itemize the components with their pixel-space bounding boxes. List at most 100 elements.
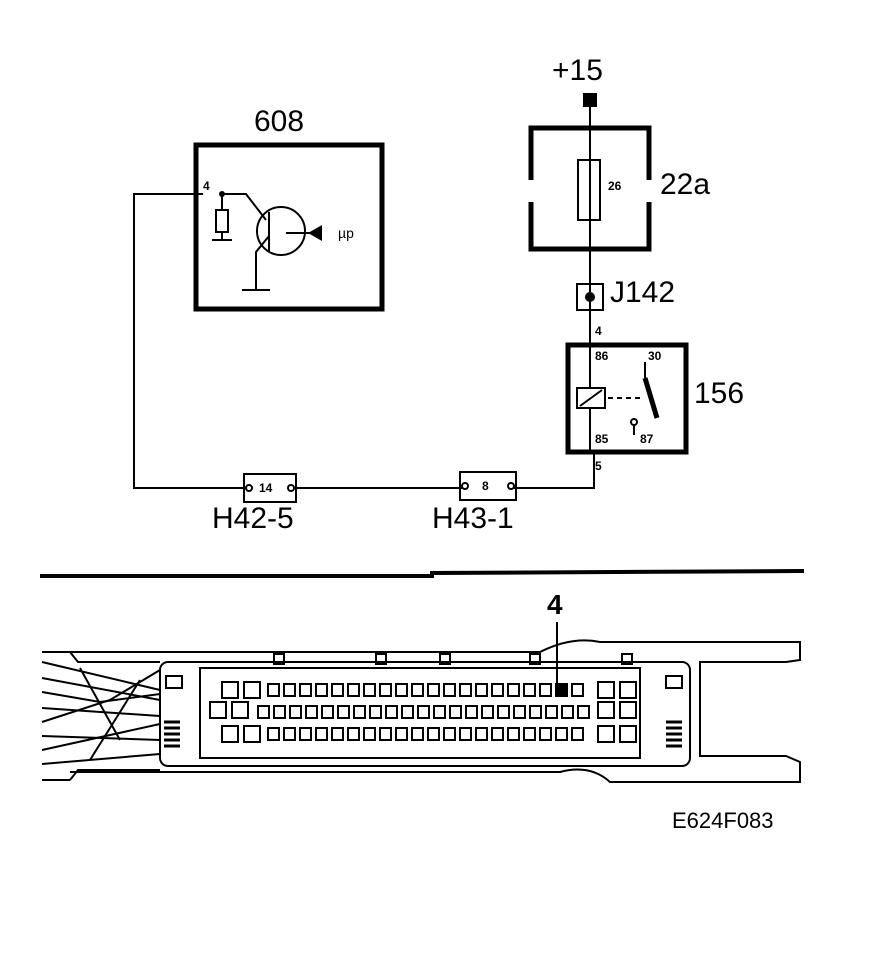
wire-ecu-to-h42: [133, 193, 244, 489]
connector-pin: [331, 727, 344, 741]
connector-pin: [337, 705, 350, 719]
connector-pin: [315, 727, 328, 741]
supply-terminal: [583, 93, 597, 107]
connector-pin: [347, 727, 360, 741]
junction-box: [576, 283, 604, 311]
connector-pin: [465, 705, 478, 719]
section-divider: [40, 569, 805, 578]
relay-label: 156: [694, 377, 744, 410]
connector-pin-highlighted: [555, 683, 568, 697]
connector-pin: [507, 727, 520, 741]
connector-pin: [561, 705, 574, 719]
figure-code: E624F083: [672, 808, 774, 833]
connector-pin: [257, 705, 270, 719]
schematic: +15 608 4 µp 26 22a: [133, 54, 744, 535]
connector-pin: [267, 683, 280, 697]
relay-coil-icon: [576, 347, 660, 452]
connector-pin: [299, 727, 312, 741]
connector-large-pin: [619, 725, 637, 743]
connector-pin: [443, 683, 456, 697]
connector-pin: [475, 683, 488, 697]
connector-pin: [305, 705, 318, 719]
connector-h43-label: H43-1: [432, 502, 514, 535]
microprocessor-label: µp: [338, 225, 354, 241]
supply-label: +15: [552, 54, 603, 87]
connector-pin: [555, 727, 568, 741]
connector-pin: [411, 683, 424, 697]
connector-pin: [347, 683, 360, 697]
connector-pin: [411, 727, 424, 741]
connector-h42-label: H42-5: [212, 502, 294, 535]
connector-pin: [577, 705, 590, 719]
connector-pin: [395, 727, 408, 741]
connector-h43-pin: 8: [482, 479, 489, 493]
connector-pin: [491, 683, 504, 697]
connector-pin: [283, 727, 296, 741]
connector-pin: [315, 683, 328, 697]
fuse-box-label: 22a: [660, 168, 710, 201]
ecu-box: [193, 142, 385, 312]
connector-pin: [523, 683, 536, 697]
connector-pin: [369, 705, 382, 719]
connector-h43: [459, 471, 517, 501]
connector-large-pin: [597, 725, 615, 743]
connector-pin: [571, 683, 584, 697]
connector-pin: [539, 727, 552, 741]
connector-large-pin: [221, 681, 239, 699]
connector-pin: [267, 727, 280, 741]
connector-large-pin: [221, 725, 239, 743]
connector-pin: [427, 683, 440, 697]
pin-callout-label: 4: [547, 589, 563, 620]
connector-pin: [299, 683, 312, 697]
connector-pin: [395, 683, 408, 697]
connector-pin: [417, 705, 430, 719]
connector-pin: [331, 683, 344, 697]
connector-pin: [475, 727, 488, 741]
connector-pin-array: [209, 681, 637, 743]
relay-pin-30: 30: [648, 349, 662, 363]
connector-pin: [363, 727, 376, 741]
connector-pin: [545, 705, 558, 719]
connector-pin: [283, 683, 296, 697]
connector-large-pin: [243, 725, 261, 743]
connector-large-pin: [231, 701, 249, 719]
connector-pin: [513, 705, 526, 719]
connector-pin: [385, 705, 398, 719]
connector-large-pin: [619, 681, 637, 699]
transistor-icon: [212, 191, 322, 291]
connector-pin: [427, 727, 440, 741]
relay-box: [565, 342, 689, 455]
connector-pin: [401, 705, 414, 719]
connector-pin: [523, 727, 536, 741]
connector-pin: [497, 705, 510, 719]
connector-pin: [379, 683, 392, 697]
junction-out-pin: 4: [595, 324, 602, 338]
connector-pin: [289, 705, 302, 719]
connector-pin: [491, 727, 504, 741]
junction-label: J142: [610, 276, 675, 309]
connector-pin: [529, 705, 542, 719]
connector-pin: [353, 705, 366, 719]
wire-relay-to-h43: [514, 452, 595, 489]
connector-pin: [539, 683, 552, 697]
connector-pin: [433, 705, 446, 719]
ecu-pin-label: 4: [203, 179, 210, 193]
connector-pin: [507, 683, 520, 697]
connector-pin: [459, 727, 472, 741]
connector-pin: [363, 683, 376, 697]
connector-pin: [321, 705, 334, 719]
relay-out-pin: 5: [595, 459, 602, 473]
relay-pin-86: 86: [595, 349, 609, 363]
connector-large-pin: [597, 681, 615, 699]
fuse-number: 26: [608, 179, 622, 193]
connector-drawing: 4: [41, 589, 801, 783]
connector-large-pin: [243, 681, 261, 699]
connector-pin: [273, 705, 286, 719]
connector-pin: [449, 705, 462, 719]
relay-pin-87: 87: [640, 432, 654, 446]
relay-pin-85: 85: [595, 432, 609, 446]
connector-pin: [459, 683, 472, 697]
connector-h42-pin: 14: [259, 481, 273, 495]
connector-large-pin: [619, 701, 637, 719]
